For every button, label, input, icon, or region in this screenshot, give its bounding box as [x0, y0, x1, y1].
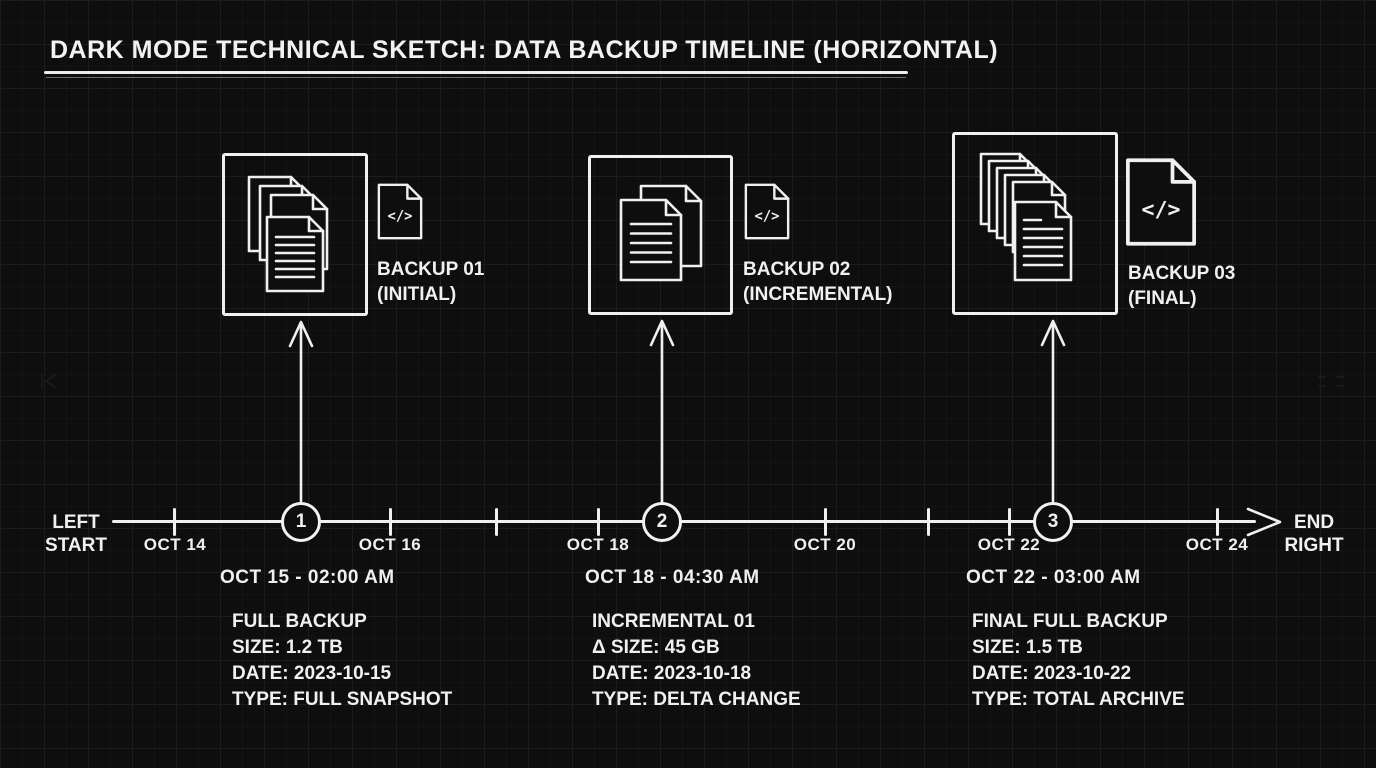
code-file-icon: </>	[377, 183, 423, 240]
backup-label-3: BACKUP 03 (FINAL)	[1128, 261, 1235, 311]
timeline-axis	[112, 520, 1256, 523]
milestone-circle-1: 1	[281, 502, 321, 542]
date-label-oct-16: OCT 16	[358, 535, 422, 554]
date-label-oct-14: OCT 14	[143, 535, 207, 554]
tick-oct-24	[1216, 508, 1219, 536]
backup-qualifier: (FINAL)	[1128, 288, 1197, 309]
title-underline	[44, 71, 908, 74]
tick-minor-2	[927, 508, 930, 536]
tick-oct-16	[389, 508, 392, 536]
tick-oct-14	[173, 508, 176, 536]
detail-line: DATE: 2023-10-15	[232, 663, 392, 684]
arrow-up-2	[649, 319, 675, 504]
detail-line: DATE: 2023-10-22	[972, 663, 1132, 684]
details-block-1: FULL BACKUP SIZE: 1.2 TB DATE: 2023-10-1…	[232, 609, 452, 713]
end-line-2: RIGHT	[1284, 535, 1344, 556]
tick-oct-22	[1008, 508, 1011, 536]
tick-minor-1	[495, 508, 498, 536]
start-line-2: START	[45, 535, 107, 556]
arrow-up-3	[1040, 319, 1066, 504]
detail-line: TYPE: TOTAL ARCHIVE	[972, 689, 1185, 710]
backup-label-2: BACKUP 02 (INCREMENTAL)	[743, 257, 893, 307]
backup-name: BACKUP 01	[377, 259, 485, 280]
detail-line: INCREMENTAL 01	[592, 611, 755, 632]
details-block-3: FINAL FULL BACKUP SIZE: 1.5 TB DATE: 202…	[972, 609, 1185, 713]
timeline-end-label: END RIGHT	[1270, 511, 1358, 557]
timestamp-1: OCT 15 - 02:00 AM	[220, 567, 395, 588]
ruler-mark-left-icon	[41, 373, 57, 389]
details-block-2: INCREMENTAL 01 Δ SIZE: 45 GB DATE: 2023-…	[592, 609, 801, 713]
detail-line: DATE: 2023-10-18	[592, 663, 752, 684]
backup-name: BACKUP 03	[1128, 263, 1236, 284]
milestone-circle-3: 3	[1033, 502, 1073, 542]
detail-line: FINAL FULL BACKUP	[972, 611, 1168, 632]
document-stack-icon	[247, 175, 329, 292]
code-file-icon: </>	[1126, 158, 1196, 246]
backup-qualifier: (INITIAL)	[377, 284, 457, 305]
svg-text:</>: </>	[1141, 197, 1180, 222]
milestone-circle-2: 2	[642, 502, 682, 542]
page-title: DARK MODE TECHNICAL SKETCH: DATA BACKUP …	[50, 36, 999, 64]
document-stack-icon	[619, 184, 702, 282]
date-label-oct-24: OCT 24	[1185, 535, 1249, 554]
tick-oct-18	[597, 508, 600, 536]
svg-text:</>: </>	[388, 209, 413, 225]
detail-line: FULL BACKUP	[232, 611, 367, 632]
timestamp-3: OCT 22 - 03:00 AM	[966, 567, 1141, 588]
end-line-1: END	[1293, 512, 1335, 533]
arrow-up-1	[288, 320, 314, 504]
title-underline-echo	[46, 77, 906, 78]
ruler-mark-right-icon	[1318, 376, 1344, 387]
date-label-oct-18: OCT 18	[566, 535, 630, 554]
backup-name: BACKUP 02	[743, 259, 851, 280]
detail-line: Δ SIZE: 45 GB	[592, 637, 720, 658]
backup-qualifier: (INCREMENTAL)	[743, 284, 893, 305]
backup-box-2	[588, 155, 733, 315]
document-stack-icon	[979, 152, 1073, 281]
detail-line: SIZE: 1.2 TB	[232, 637, 343, 658]
backup-label-1: BACKUP 01 (INITIAL)	[377, 257, 484, 307]
tick-oct-20	[824, 508, 827, 536]
detail-line: SIZE: 1.5 TB	[972, 637, 1083, 658]
timeline-arrowhead-icon	[1246, 507, 1282, 537]
timestamp-2: OCT 18 - 04:30 AM	[585, 567, 760, 588]
code-file-icon: </>	[744, 183, 790, 240]
backup-box-3	[952, 132, 1118, 315]
start-line-1: LEFT	[52, 512, 100, 533]
date-label-oct-20: OCT 20	[793, 535, 857, 554]
date-label-oct-22: OCT 22	[977, 535, 1041, 554]
svg-text:</>: </>	[755, 209, 780, 225]
detail-line: TYPE: DELTA CHANGE	[592, 689, 801, 710]
backup-box-1	[222, 153, 368, 316]
detail-line: TYPE: FULL SNAPSHOT	[232, 689, 453, 710]
timeline-start-label: LEFT START	[32, 511, 120, 557]
